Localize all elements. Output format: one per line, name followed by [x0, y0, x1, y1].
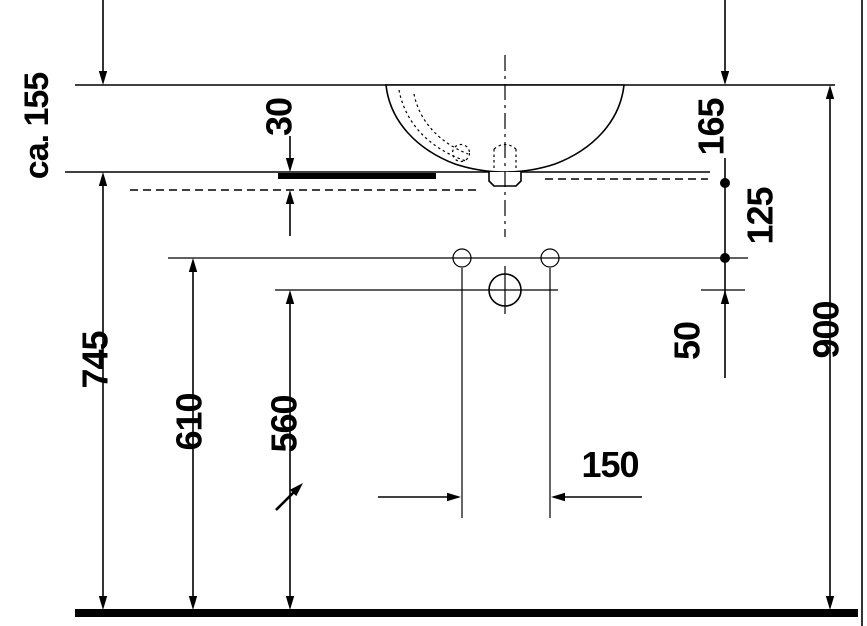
dim-745-arrow-up-icon [98, 172, 108, 186]
dim-label-165: 165 [691, 97, 732, 155]
dim-label-125: 125 [740, 186, 781, 244]
dim-label-560: 560 [264, 395, 305, 452]
dim-165-arrow-down-icon [720, 71, 730, 85]
dim-label-610: 610 [169, 393, 210, 450]
tap-hole-circle-right [540, 248, 560, 268]
dim-label-50: 50 [667, 322, 708, 360]
dim-ca155-arrow-icon [98, 71, 108, 85]
washbasin-hidden-inner-contours [398, 89, 517, 171]
dim-560-arrow-down-icon [285, 596, 295, 610]
dim-900-arrow-down-icon [825, 596, 835, 610]
dim-610-arrow-down-icon [188, 596, 198, 610]
dim-label-ca155: ca. 155 [18, 73, 56, 180]
dim-610-arrow-up-icon [188, 258, 198, 272]
dim-900-arrow-up-icon [825, 85, 835, 99]
dim-150-arrow-right-icon [447, 492, 461, 502]
dim-150-arrow-left-icon [551, 492, 565, 502]
tap-hole-circle-left [452, 248, 472, 268]
dim-label-30: 30 [259, 98, 300, 136]
pointer-arrow-line [275, 490, 296, 511]
dim-label-900: 900 [806, 301, 847, 358]
pointer-arrow-icon [289, 483, 303, 497]
dim-label-745: 745 [75, 330, 116, 388]
dim-30-arrow-up-icon [285, 190, 295, 204]
dim-560-arrow-up-icon [285, 290, 295, 304]
dim-30-arrow-down-icon [285, 158, 295, 172]
dim-745-arrow-down-icon [98, 596, 108, 610]
dim-label-150: 150 [581, 444, 638, 485]
dim-50-arrow-up-icon [720, 290, 730, 304]
floor-line [75, 609, 858, 617]
